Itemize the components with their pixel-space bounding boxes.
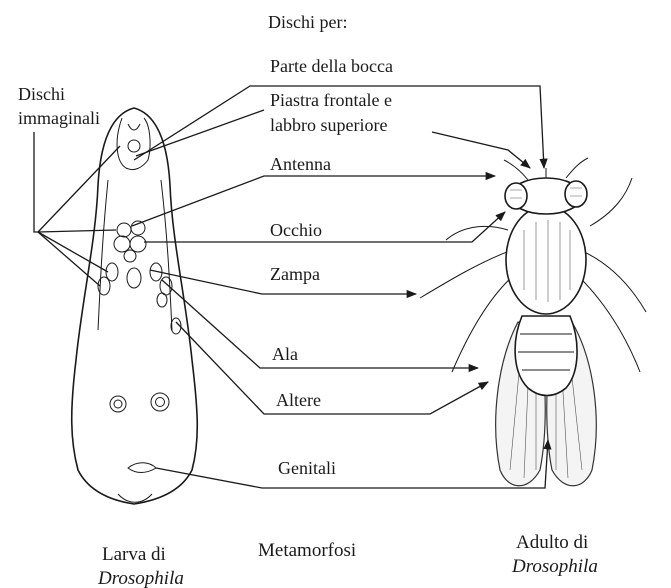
label-frontal-plate: Piastra frontale e labbro superiore <box>270 90 396 135</box>
label-leg: Zampa <box>270 264 320 284</box>
label-antenna: Antenna <box>270 154 331 174</box>
label-eye: Occhio <box>270 220 322 240</box>
label-haltere: Altere <box>276 390 321 410</box>
imaginal-discs-label: Dischi immaginali <box>18 84 100 128</box>
header-label: Dischi per: <box>268 12 347 32</box>
larva-caption-line2: Drosophila <box>97 568 184 588</box>
adult-caption-line2: Drosophila <box>511 556 598 577</box>
label-wing: Ala <box>272 344 298 364</box>
label-genitals: Genitali <box>278 458 336 478</box>
larva-drawing <box>72 108 198 504</box>
metamorphosis-caption: Metamorfosi <box>258 540 356 561</box>
adult-fly-drawing <box>420 158 646 486</box>
adult-caption-line1: Adulto di <box>516 532 588 553</box>
larva-caption-line1: Larva di <box>102 544 166 565</box>
label-mouth-parts: Parte della bocca <box>270 56 393 76</box>
